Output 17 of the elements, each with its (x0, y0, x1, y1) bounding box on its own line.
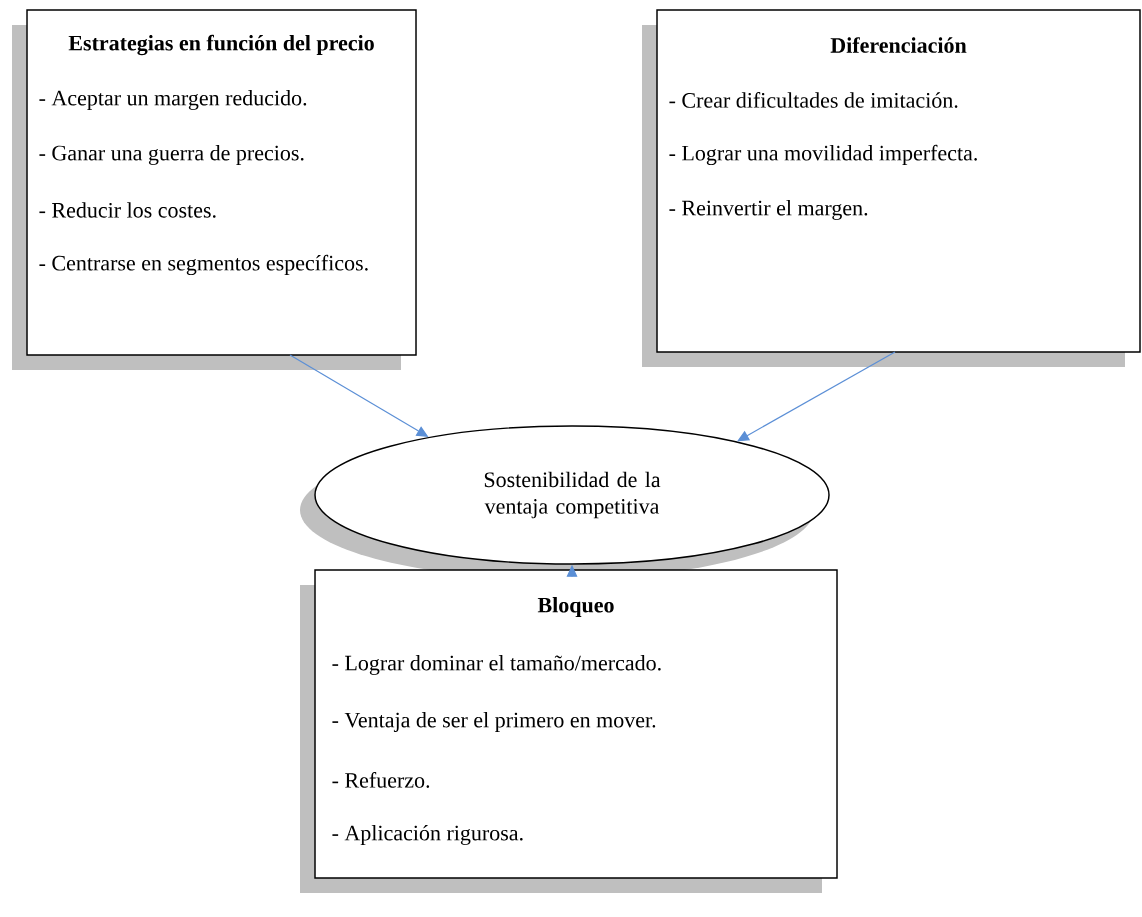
text-box (300, 569, 838, 893)
heading: Estrategias en función del precio (68, 34, 374, 56)
list-item: - Ganar una guerra de precios. (39, 145, 304, 165)
list-item: - Aplicación rigurosa. (332, 825, 523, 845)
list-item: - Lograr una movilidad imperfecta. (669, 144, 977, 166)
list-item: - Ventaja de ser el primero en mover. (332, 712, 656, 732)
list-item: - Lograr dominar el tamaño/mercado. (332, 655, 661, 675)
list-item: - Aceptar un margen reducido. (39, 90, 307, 110)
list-item: - Crear dificultades de imitación. (669, 92, 958, 108)
list-item: - Reducir los costes. (39, 202, 216, 218)
list-item: - Reinvertir el margen. (669, 200, 868, 220)
heading: Diferenciación (830, 37, 967, 53)
list-item: - Refuerzo. (332, 772, 430, 788)
list-item: - Centrarse en segmentos específicos. (39, 254, 368, 276)
text-box (12, 9, 417, 370)
heading: Bloqueo (537, 597, 614, 617)
text-box (642, 9, 1141, 367)
